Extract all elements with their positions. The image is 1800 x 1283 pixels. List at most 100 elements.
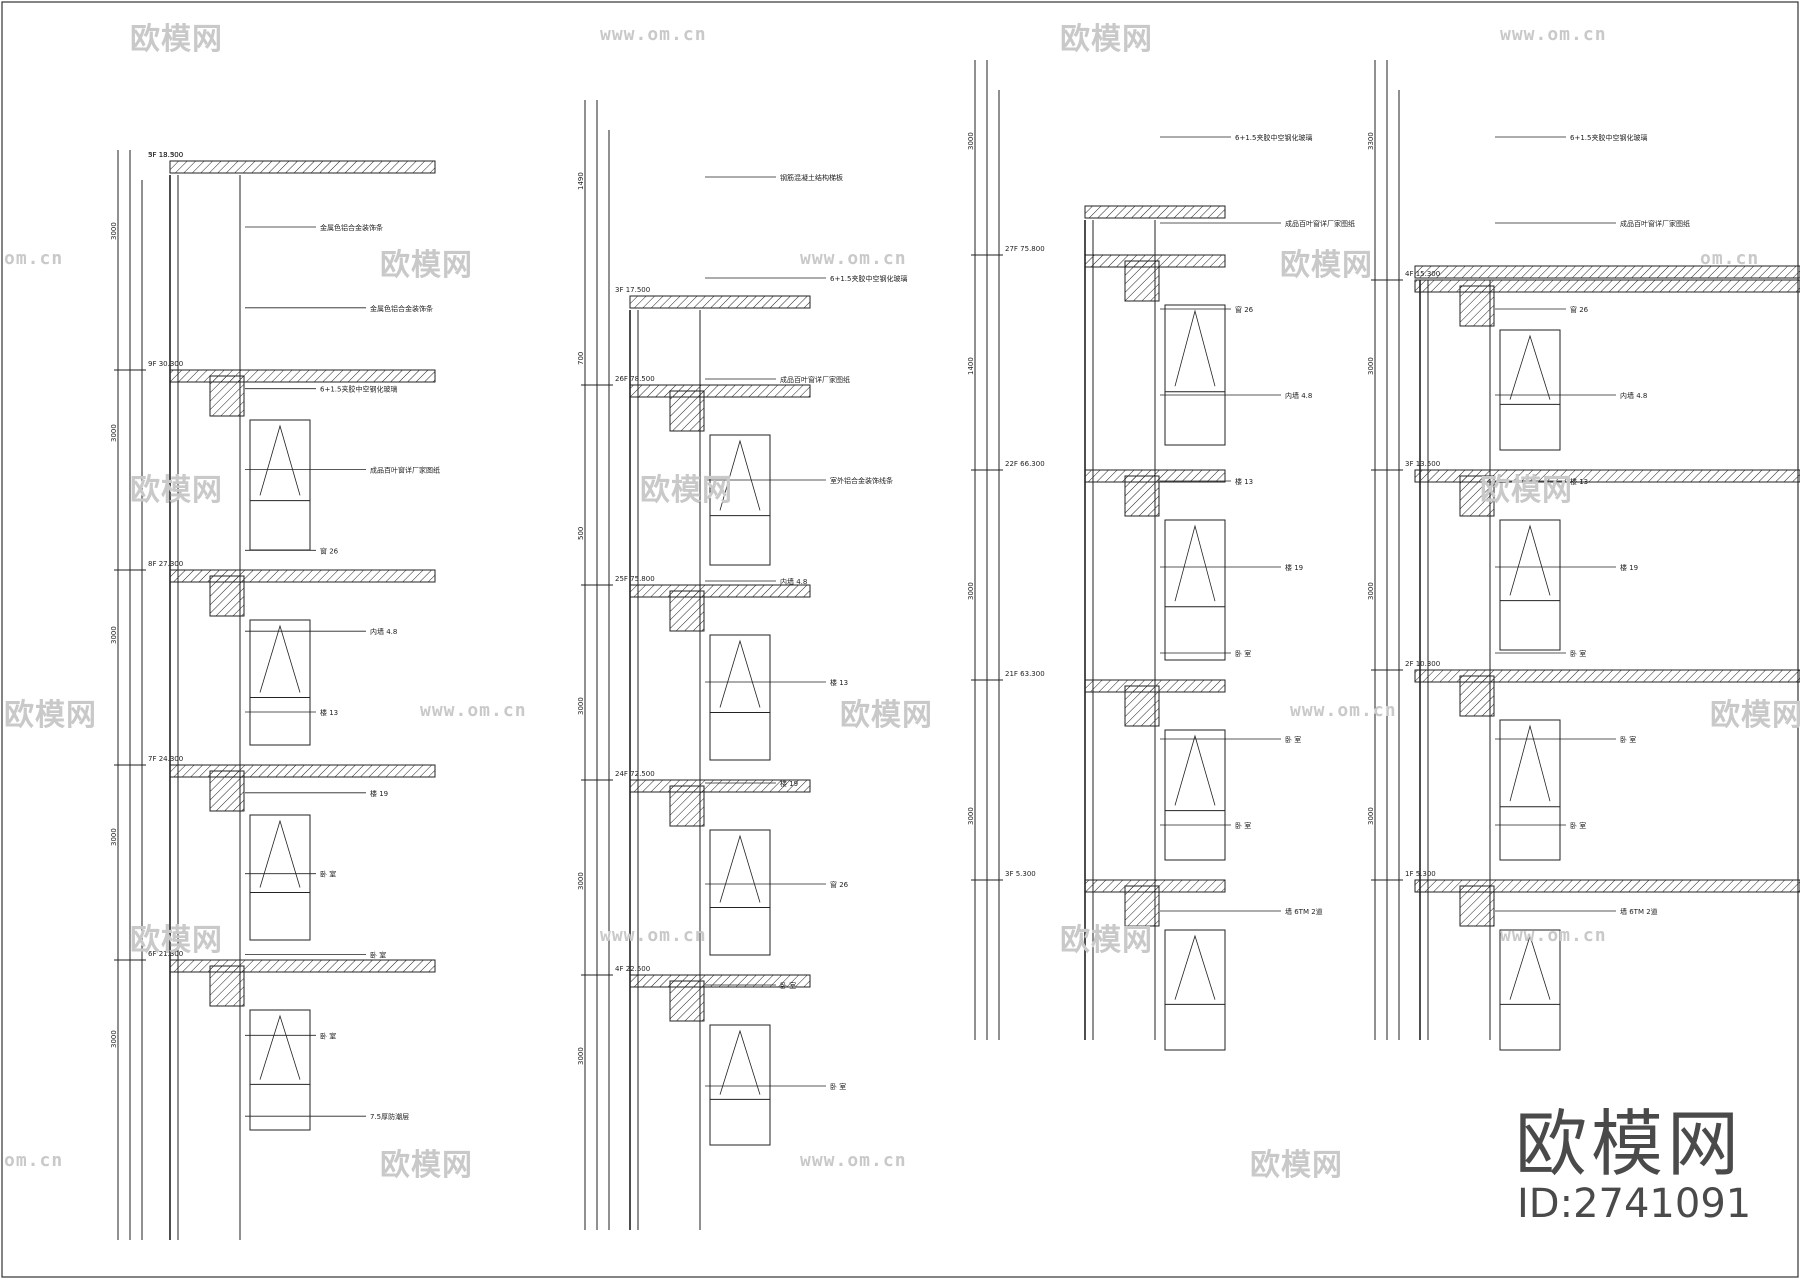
window-opening-mark [1174,309,1216,387]
dimension-label: 3000 [967,582,975,600]
slab-edge-beam [669,590,705,632]
dimension-label: 3000 [110,828,118,846]
annotation-label: 楼 19 [1285,563,1303,572]
annotation-label: 7.5厚防潮层 [370,1112,409,1121]
window-frame [709,434,771,566]
window-frame [1164,519,1226,661]
annotation-label: 窗 26 [1235,305,1254,314]
dimension-label: 3000 [110,1030,118,1048]
annotation-label: 钢筋混凝土结构梯板 [780,173,843,182]
window-opening-mark [1509,724,1551,802]
window-opening-mark [1509,934,1551,1000]
level-label: 8F 27.300 [148,560,183,568]
window-frame [1164,929,1226,1051]
dimension-label: 3000 [577,872,585,890]
brand-logo: 欧模网 ID:2741091 [1515,1085,1785,1265]
level-label: 1F 5.300 [1405,870,1436,878]
roof-slab [1084,205,1226,219]
window-opening-mark [719,834,761,903]
window-frame [249,619,311,746]
level-label: 3F 13.500 [148,151,183,159]
slab-edge-beam [209,375,245,417]
slab-edge-beam [669,980,705,1022]
window-opening-mark [719,439,761,511]
window-frame [1499,719,1561,861]
annotation-label: 6+1.5夹胶中空钢化玻璃 [1235,133,1312,142]
slab-edge-beam [209,770,245,812]
window-opening-mark [259,819,301,888]
annotation-label: 6+1.5夹胶中空钢化玻璃 [1570,133,1647,142]
level-label: 6F 21.300 [148,950,183,958]
annotation-label: 6+1.5夹胶中空钢化玻璃 [830,274,907,283]
annotation-label: 卧 室 [320,870,336,879]
annotation-label: 楼 13 [1235,477,1253,486]
annotation-label: 卧 室 [780,981,796,990]
window-frame [249,419,311,551]
floor-slab [1414,279,1800,293]
level-label: 4F 22.500 [615,965,650,973]
annotation-label: 楼 13 [1570,477,1588,486]
annotation-label: 窗 26 [1570,305,1589,314]
slab-edge-beam [209,575,245,617]
window-frame [1499,329,1561,451]
annotation-label: 室外铝合金装饰线条 [830,476,893,485]
annotation-label: 6+1.5夹胶中空钢化玻璃 [320,385,397,394]
level-label: 4F 15.300 [1405,270,1440,278]
annotation-label: 卧 室 [370,951,386,960]
level-label: 24F 72.500 [615,770,655,778]
floor-slab [1414,469,1800,483]
level-label: 5F 18.300 [148,151,183,159]
window-frame [709,829,771,956]
annotation-label: 内墙 4.8 [780,577,807,586]
floor-slab [1414,879,1800,893]
window-frame [1499,929,1561,1051]
dimension-label: 3000 [1367,357,1375,375]
window-opening-mark [1174,734,1216,806]
window-frame [1499,519,1561,651]
window-frame [709,1024,771,1146]
slab-edge-beam [1459,285,1495,327]
window-opening-mark [1509,334,1551,400]
window-frame [249,1009,311,1131]
annotation-label: 卧 室 [1235,821,1251,830]
window-opening-mark [259,1014,301,1080]
annotation-label: 卧 室 [1570,649,1586,658]
dimension-label: 3000 [577,1047,585,1065]
slab-edge-beam [1459,475,1495,517]
dimension-label: 700 [577,352,585,365]
level-label: 3F 13.500 [1405,460,1440,468]
window-opening-mark [1509,524,1551,596]
brand-id: ID:2741091 [1517,1181,1752,1227]
floor-slab [629,384,811,398]
floor-slab [629,584,811,598]
window-opening-mark [719,639,761,708]
window-frame [709,634,771,761]
slab-edge-beam [669,390,705,432]
slab-edge-beam [1124,885,1160,927]
annotation-label: 墙 6TM 2道 [1285,907,1323,916]
dimension-label: 3300 [1367,132,1375,150]
annotation-label: 金属色铝合金装饰条 [370,304,433,313]
slab-edge-beam [1459,675,1495,717]
annotation-label: 成品百叶窗详厂家图纸 [780,375,850,384]
annotation-label: 卧 室 [1285,735,1301,744]
slab-edge-beam [209,965,245,1007]
annotation-label: 楼 19 [1620,563,1638,572]
annotation-label: 楼 13 [320,708,338,717]
annotation-label: 卧 室 [830,1082,846,1091]
level-label: 3F 17.500 [615,286,650,294]
window-frame [249,814,311,941]
annotation-label: 金属色铝合金装饰条 [320,223,383,232]
dimension-label: 3000 [110,626,118,644]
dimension-label: 3000 [1367,582,1375,600]
dimension-label: 1490 [577,172,585,190]
window-frame [1164,304,1226,446]
annotation-label: 内墙 4.8 [1620,391,1647,400]
level-label: 2F 10.300 [1405,660,1440,668]
window-opening-mark [1174,524,1216,602]
level-label: 3F 5.300 [1005,870,1036,878]
slab-edge-beam [1124,685,1160,727]
slab-edge-beam [1124,260,1160,302]
